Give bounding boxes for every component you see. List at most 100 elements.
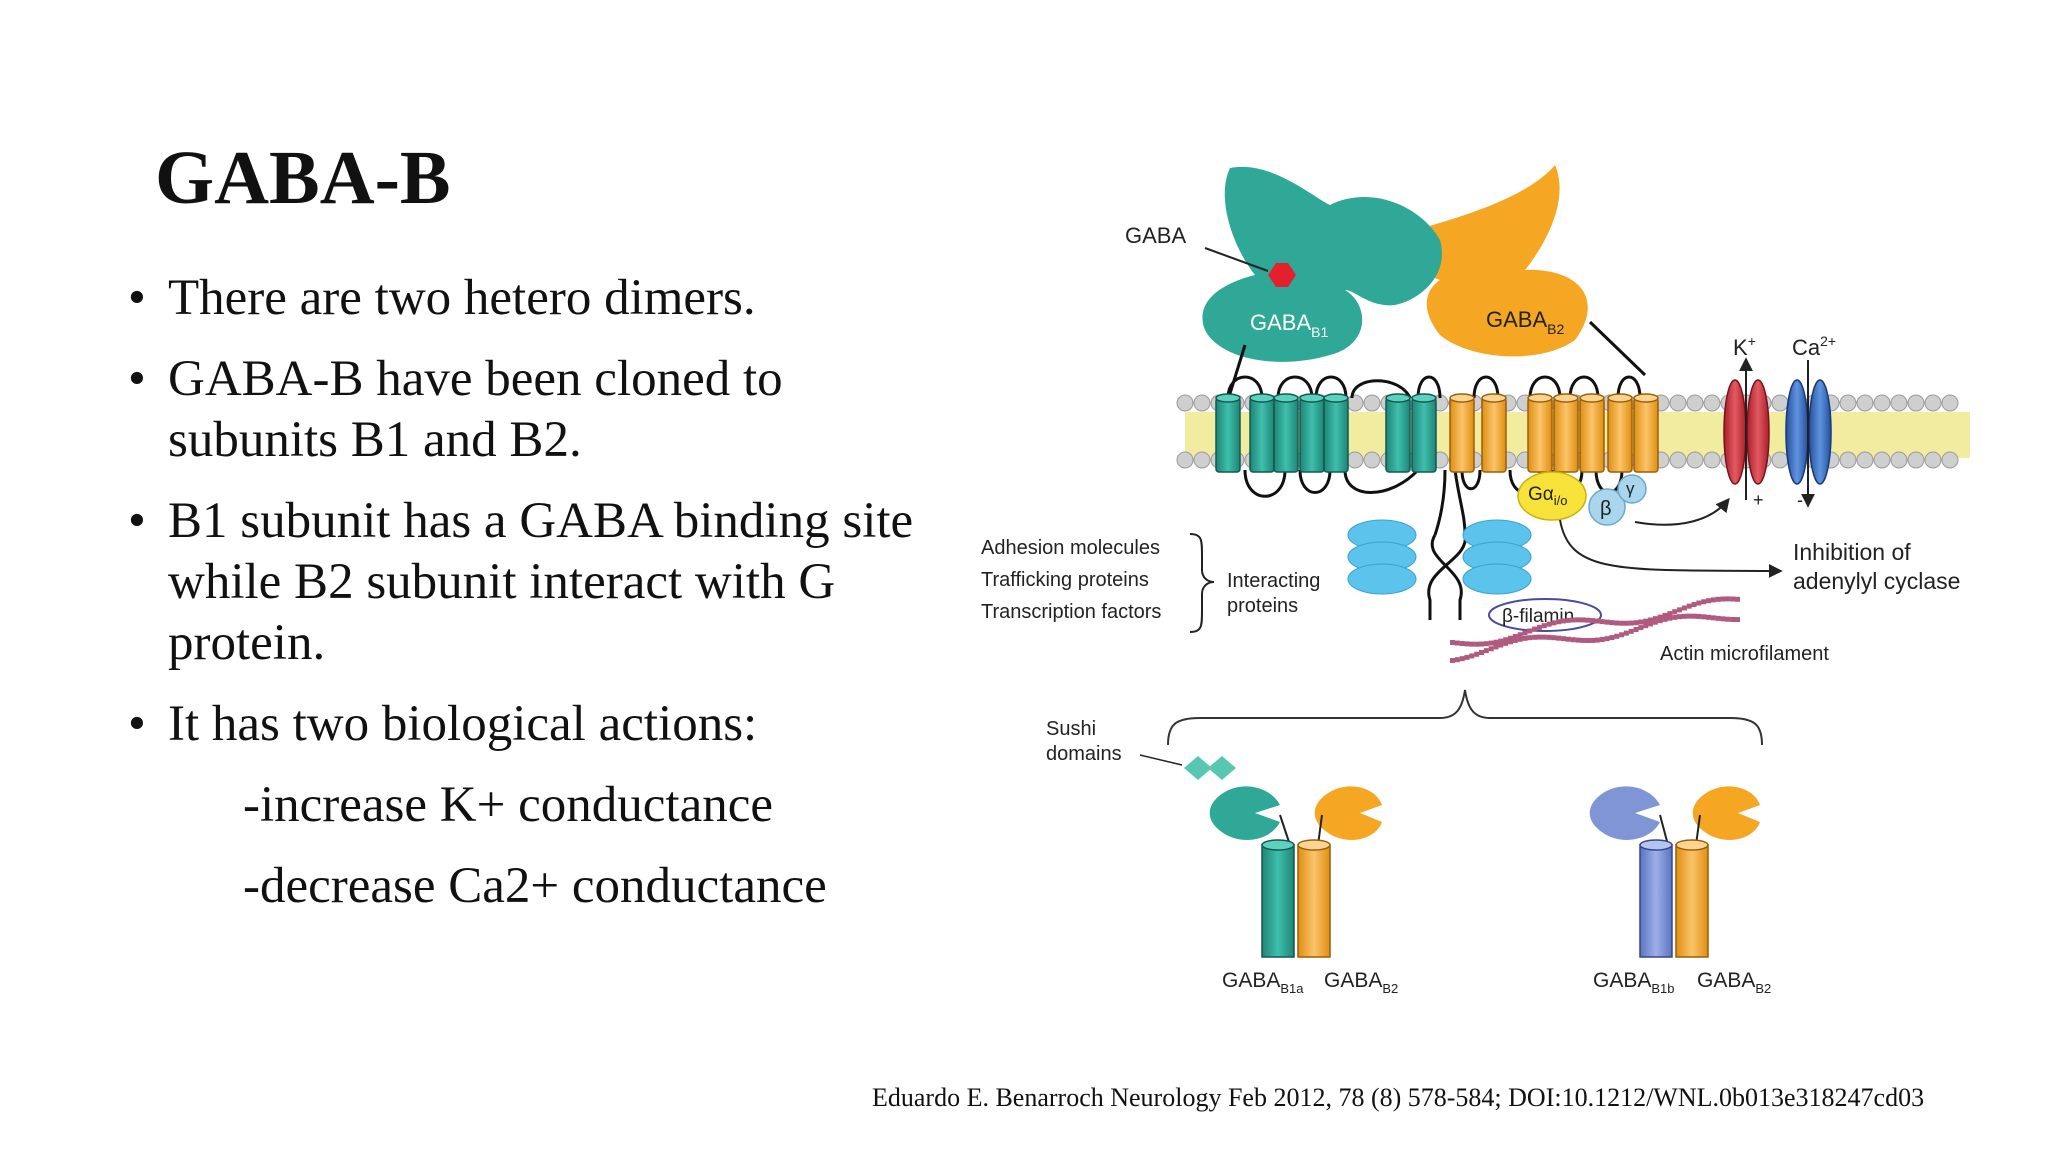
- actin-subunit: [1667, 611, 1673, 617]
- lipid-head: [1941, 394, 1959, 412]
- actin-subunit: [1561, 618, 1567, 624]
- gaba-b1-extracellular-domain: [1202, 166, 1442, 362]
- actin-subunit: [1561, 636, 1567, 642]
- interacting-label: Interacting: [1227, 570, 1320, 592]
- actin-subunit: [1619, 620, 1625, 626]
- lipid-head: [1346, 451, 1364, 469]
- actin-subunit: [1556, 635, 1562, 641]
- actin-subunit: [1696, 600, 1702, 606]
- tm-helix: [1633, 397, 1659, 473]
- actin-subunit: [1638, 619, 1644, 625]
- lipid-head: [1176, 394, 1194, 412]
- k-ion-label: K+: [1733, 333, 1756, 360]
- g-protein: [1517, 471, 1647, 526]
- actin-subunit: [1590, 618, 1596, 624]
- actin-subunit: [1580, 617, 1586, 623]
- actin-subunit: [1735, 596, 1740, 602]
- gaba-label: GABA: [1125, 223, 1186, 248]
- lipid-head: [1907, 451, 1925, 469]
- actin-subunit: [1623, 630, 1629, 636]
- actin-subunit: [1532, 634, 1538, 640]
- tm-helix-top: [1323, 393, 1349, 403]
- interacting-label-2: proteins: [1227, 595, 1298, 617]
- gaba-b2-extracellular-domain: [1405, 165, 1588, 357]
- bullet-text: There are two hetero dimers.: [168, 270, 756, 326]
- actin-subunit: [1701, 599, 1707, 605]
- actin-subunit: [1643, 618, 1649, 624]
- actin-subunit: [1643, 623, 1649, 629]
- actin-subunit: [1623, 620, 1629, 626]
- actin-label: Actin microfilament: [1660, 643, 1829, 665]
- actin-subunit: [1575, 617, 1581, 623]
- actin-subunit: [1715, 596, 1721, 602]
- actin-subunit: [1546, 621, 1552, 627]
- lipid-head: [1686, 451, 1704, 469]
- actin-subunit: [1604, 636, 1610, 642]
- actin-subunit: [1686, 613, 1692, 619]
- tm-helix: [1385, 397, 1411, 473]
- actin-subunit: [1488, 646, 1494, 652]
- actin-subunit: [1614, 620, 1620, 626]
- actin-subunit: [1483, 648, 1489, 654]
- bullet-dot: •: [128, 351, 146, 407]
- isoform-b1a-label: GABAB1a: [1222, 969, 1304, 996]
- sushi-label-2: domains: [1046, 743, 1122, 765]
- actin-subunit: [1585, 638, 1591, 644]
- tm-helix-top: [1299, 393, 1325, 403]
- actin-subunit: [1652, 616, 1658, 622]
- lipid-head: [1941, 451, 1959, 469]
- adhesion-label: Adhesion molecules: [981, 537, 1160, 559]
- actin-subunit: [1469, 641, 1475, 647]
- lipid-head: [1890, 394, 1908, 412]
- actin-subunit: [1594, 637, 1600, 643]
- isoform-brace: [1167, 689, 1763, 746]
- tm-helix-top: [1579, 393, 1605, 403]
- actin-subunit: [1686, 603, 1692, 609]
- tm-helix: [1411, 397, 1437, 473]
- actin-subunit: [1575, 637, 1581, 643]
- actin-subunit: [1599, 619, 1605, 625]
- actin-subunit: [1483, 641, 1489, 647]
- actin-subunit: [1662, 616, 1668, 622]
- transcription-label: Transcription factors: [981, 601, 1161, 623]
- lipid-head: [1856, 451, 1874, 469]
- g-alpha-label: Gαi/o: [1528, 484, 1568, 508]
- actin-subunit: [1454, 640, 1460, 646]
- actin-subunit: [1628, 620, 1634, 626]
- actin-subunit: [1706, 598, 1712, 604]
- actin-subunit: [1459, 641, 1465, 647]
- sushi-label: Sushi: [1046, 718, 1096, 740]
- actin-subunit: [1512, 637, 1518, 643]
- isoform-b2-left-label: GABAB2: [1324, 969, 1398, 996]
- k-channel: [1723, 379, 1770, 485]
- tm-helix: [1527, 397, 1553, 473]
- actin-subunit: [1696, 613, 1702, 619]
- actin-subunit: [1662, 612, 1668, 618]
- lipid-head: [1873, 394, 1891, 412]
- actin-subunit: [1681, 605, 1687, 611]
- actin-subunit: [1464, 641, 1470, 647]
- actin-subunit: [1565, 617, 1571, 623]
- lipid-head: [1771, 451, 1789, 469]
- actin-subunit: [1570, 617, 1576, 623]
- actin-subunit: [1628, 628, 1634, 634]
- actin-subunit: [1459, 656, 1465, 662]
- actin-subunit: [1474, 641, 1480, 647]
- tm-helix: [1215, 397, 1241, 473]
- actin-subunit: [1522, 630, 1528, 636]
- actin-subunit: [1730, 596, 1736, 602]
- tm-helix: [1553, 397, 1579, 473]
- lipid-head: [1193, 394, 1211, 412]
- tm-helix: [1579, 397, 1605, 473]
- actin-subunit: [1609, 635, 1615, 641]
- isoform-b1a-b2: [1209, 786, 1382, 958]
- actin-subunit: [1565, 636, 1571, 642]
- actin-subunit: [1691, 602, 1697, 608]
- actin-subunit: [1657, 614, 1663, 620]
- interacting-proteins-left: [1347, 519, 1417, 595]
- actin-subunit: [1701, 614, 1707, 620]
- actin-subunit: [1532, 626, 1538, 632]
- actin-subunit: [1715, 615, 1721, 621]
- gaba-b1-label: GABAB1: [1250, 310, 1328, 340]
- interacting-brace: [1189, 533, 1215, 633]
